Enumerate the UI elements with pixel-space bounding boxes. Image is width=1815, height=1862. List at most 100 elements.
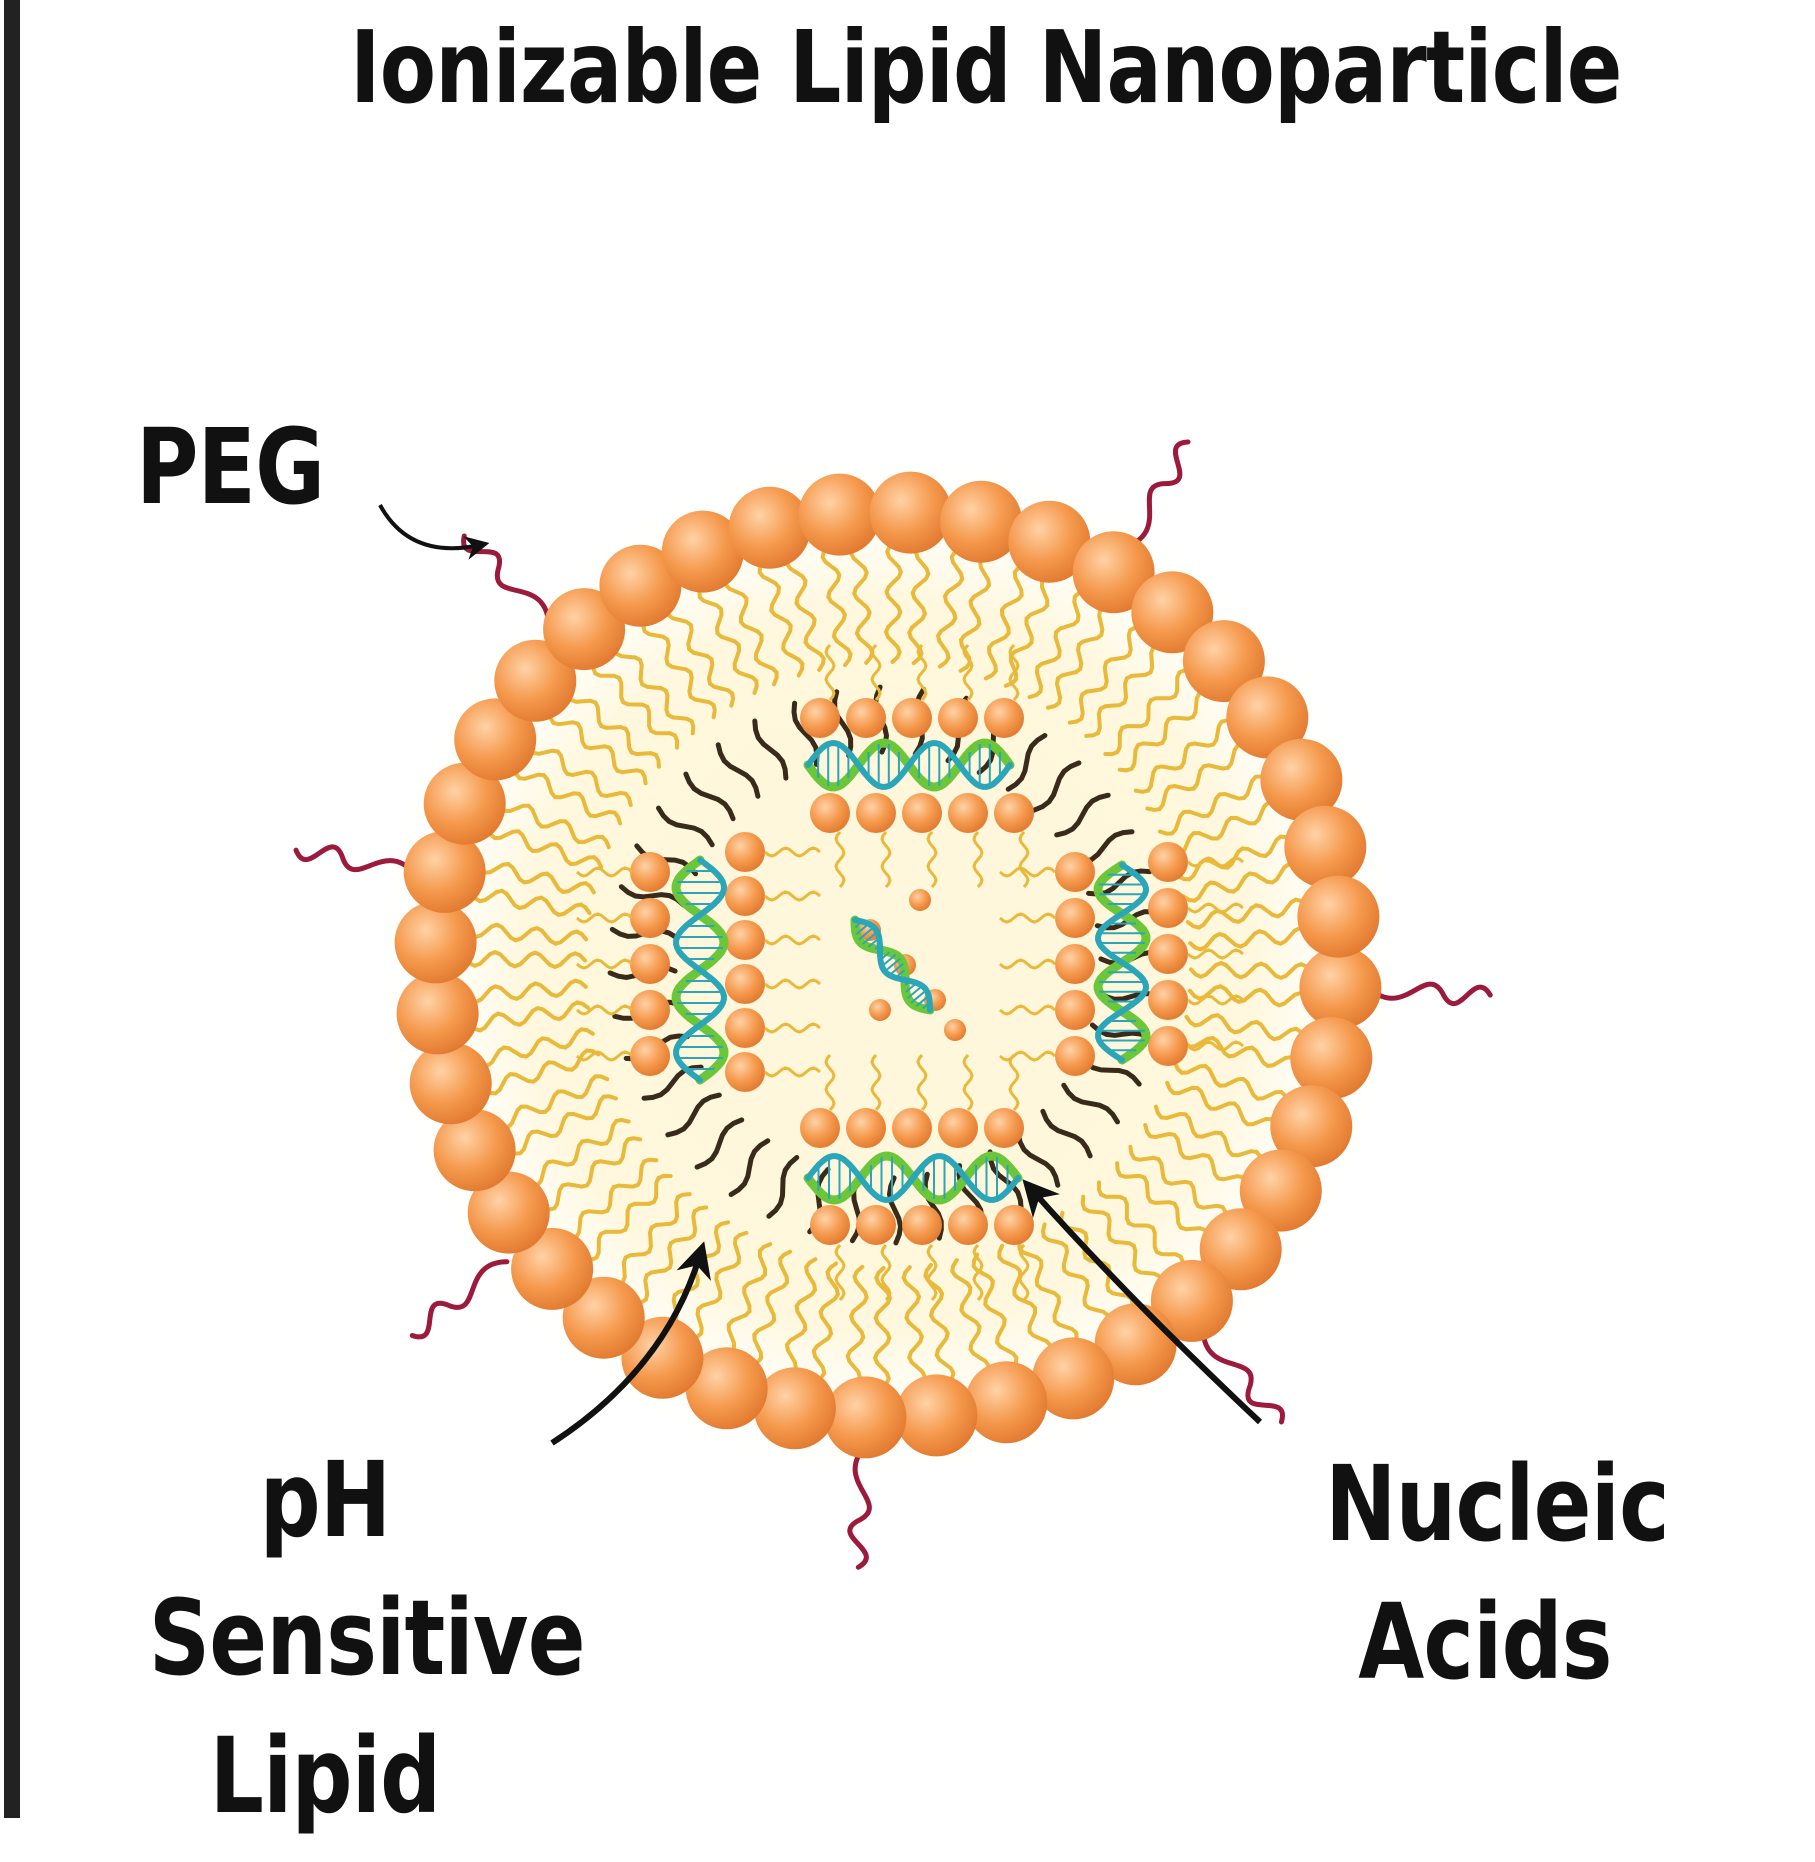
helix-base-pair <box>862 931 878 945</box>
lipid-head-icon <box>940 480 1023 563</box>
lipid-tail <box>728 1138 771 1197</box>
lipid-tail <box>512 765 623 826</box>
lipid-tail <box>824 644 836 701</box>
lipid-head-icon <box>1260 738 1343 821</box>
lipid-tail <box>983 562 1027 681</box>
lipid-tail <box>1117 689 1214 773</box>
lipid-tail <box>764 890 821 902</box>
lipid-tail <box>1040 1222 1111 1330</box>
dna-helix-icon <box>850 915 935 1015</box>
lipid-head-icon <box>511 1227 594 1310</box>
helix-strand <box>852 917 933 1013</box>
lipid-head-icon <box>994 793 1034 833</box>
lipid-head-icon <box>753 1367 836 1450</box>
lipid-tail <box>1128 1144 1229 1221</box>
lipid-tail <box>1054 792 1111 838</box>
lipid-head-icon <box>630 944 670 984</box>
lipid-head-icon <box>725 920 765 960</box>
lipid-tail <box>464 922 589 946</box>
lipid-head-icon <box>1150 1259 1233 1342</box>
lipid-tail <box>576 912 633 924</box>
lipid-tail <box>582 1173 673 1262</box>
lipid-head-icon <box>728 486 811 569</box>
lipid-tail <box>1153 1104 1264 1165</box>
helix-base-pair <box>905 982 918 993</box>
lipid-tail <box>494 1074 610 1130</box>
lipid-tail <box>1015 1131 1061 1188</box>
helix-base-pair <box>881 954 897 967</box>
lipid-tail <box>506 1094 618 1156</box>
lipid-tail <box>1187 948 1244 960</box>
lipid-tail <box>999 912 1056 924</box>
lipid-head-icon <box>948 1205 988 1245</box>
label-line: Nucleic <box>1325 1443 1670 1565</box>
nanoparticle-diagram <box>293 439 1493 1570</box>
peg-chain-icon <box>1200 1328 1286 1425</box>
outer-lipid-heads <box>394 471 1382 1459</box>
helix-strand <box>673 857 727 1083</box>
lipid-tail <box>1115 1161 1210 1244</box>
lipid-tail <box>496 798 611 850</box>
lipid-tail <box>576 958 633 970</box>
lipid-head-icon <box>630 990 670 1030</box>
left-border <box>4 0 20 1818</box>
lipid-tail <box>688 1230 749 1341</box>
lipid-tail <box>1184 1012 1307 1042</box>
lipid-head-icon <box>938 1108 978 1148</box>
dna-helix-icon <box>1093 860 1151 1065</box>
lipid-tail <box>999 1050 1056 1062</box>
lipid-tail <box>883 540 904 664</box>
lipid-tail <box>926 1244 938 1301</box>
lipid-head-icon <box>1290 1017 1373 1100</box>
lipid-head-icon <box>856 1205 896 1245</box>
lipid-tail <box>1103 668 1194 757</box>
lipid-tail <box>641 617 717 720</box>
lipid-head-icon <box>1199 1208 1282 1291</box>
lipid-tail <box>463 949 587 970</box>
lipid-tail <box>1172 1060 1291 1104</box>
lipid-head-icon <box>409 1042 492 1125</box>
lipid-tail <box>1096 1180 1185 1271</box>
lipid-head-icon <box>396 972 479 1055</box>
lipid-tail <box>576 1050 633 1062</box>
lipid-tail <box>849 541 875 665</box>
label-nucleic-acids: Nucleic Acids <box>1290 1452 1680 1728</box>
lipid-tail <box>999 958 1056 970</box>
lipid-tail <box>901 1265 927 1389</box>
lipid-head-icon <box>984 1108 1024 1148</box>
lipid-head-icon <box>423 762 506 845</box>
lipid-head-icon <box>846 698 886 738</box>
lipid-head-icon <box>1055 1036 1095 1076</box>
lipid-head-icon <box>725 832 765 872</box>
lipid-tail <box>1165 1080 1280 1132</box>
label-line: Acids <box>1358 1581 1612 1703</box>
lipid-tail <box>935 546 965 669</box>
lipid-tail <box>1040 1108 1093 1159</box>
label-line: pH <box>259 1439 392 1561</box>
lipid-tail <box>1008 644 1020 701</box>
lipid-tail <box>632 1205 709 1306</box>
lipid-tail <box>962 1054 974 1111</box>
helix-base-pair <box>855 923 870 935</box>
lipid-head-icon <box>1182 620 1265 703</box>
dna-helix-icon <box>803 738 1015 792</box>
lipid-tail <box>926 831 938 888</box>
lipid-tail <box>1084 643 1167 738</box>
lipid-tail <box>916 644 928 701</box>
lipid-tail <box>784 1257 818 1378</box>
lipid-head-icon <box>846 1108 886 1148</box>
lipid-tail <box>872 1266 893 1390</box>
lipid-tail <box>683 771 736 822</box>
lipid-tail <box>880 1244 892 1301</box>
helix-base-pair <box>904 980 911 986</box>
lipid-tail <box>1080 1194 1164 1291</box>
lipid-tail <box>766 1155 800 1219</box>
lipid-tail <box>886 1175 904 1246</box>
lipid-tail <box>474 1027 595 1068</box>
lipid-tail <box>999 1004 1056 1016</box>
lipid-tail <box>832 689 854 759</box>
lipid-tail <box>464 978 588 1004</box>
lipid-tail <box>576 1004 633 1016</box>
lipid-tail <box>1017 1235 1079 1347</box>
page-title: Ionizable Lipid Nanoparticle <box>350 9 1622 126</box>
